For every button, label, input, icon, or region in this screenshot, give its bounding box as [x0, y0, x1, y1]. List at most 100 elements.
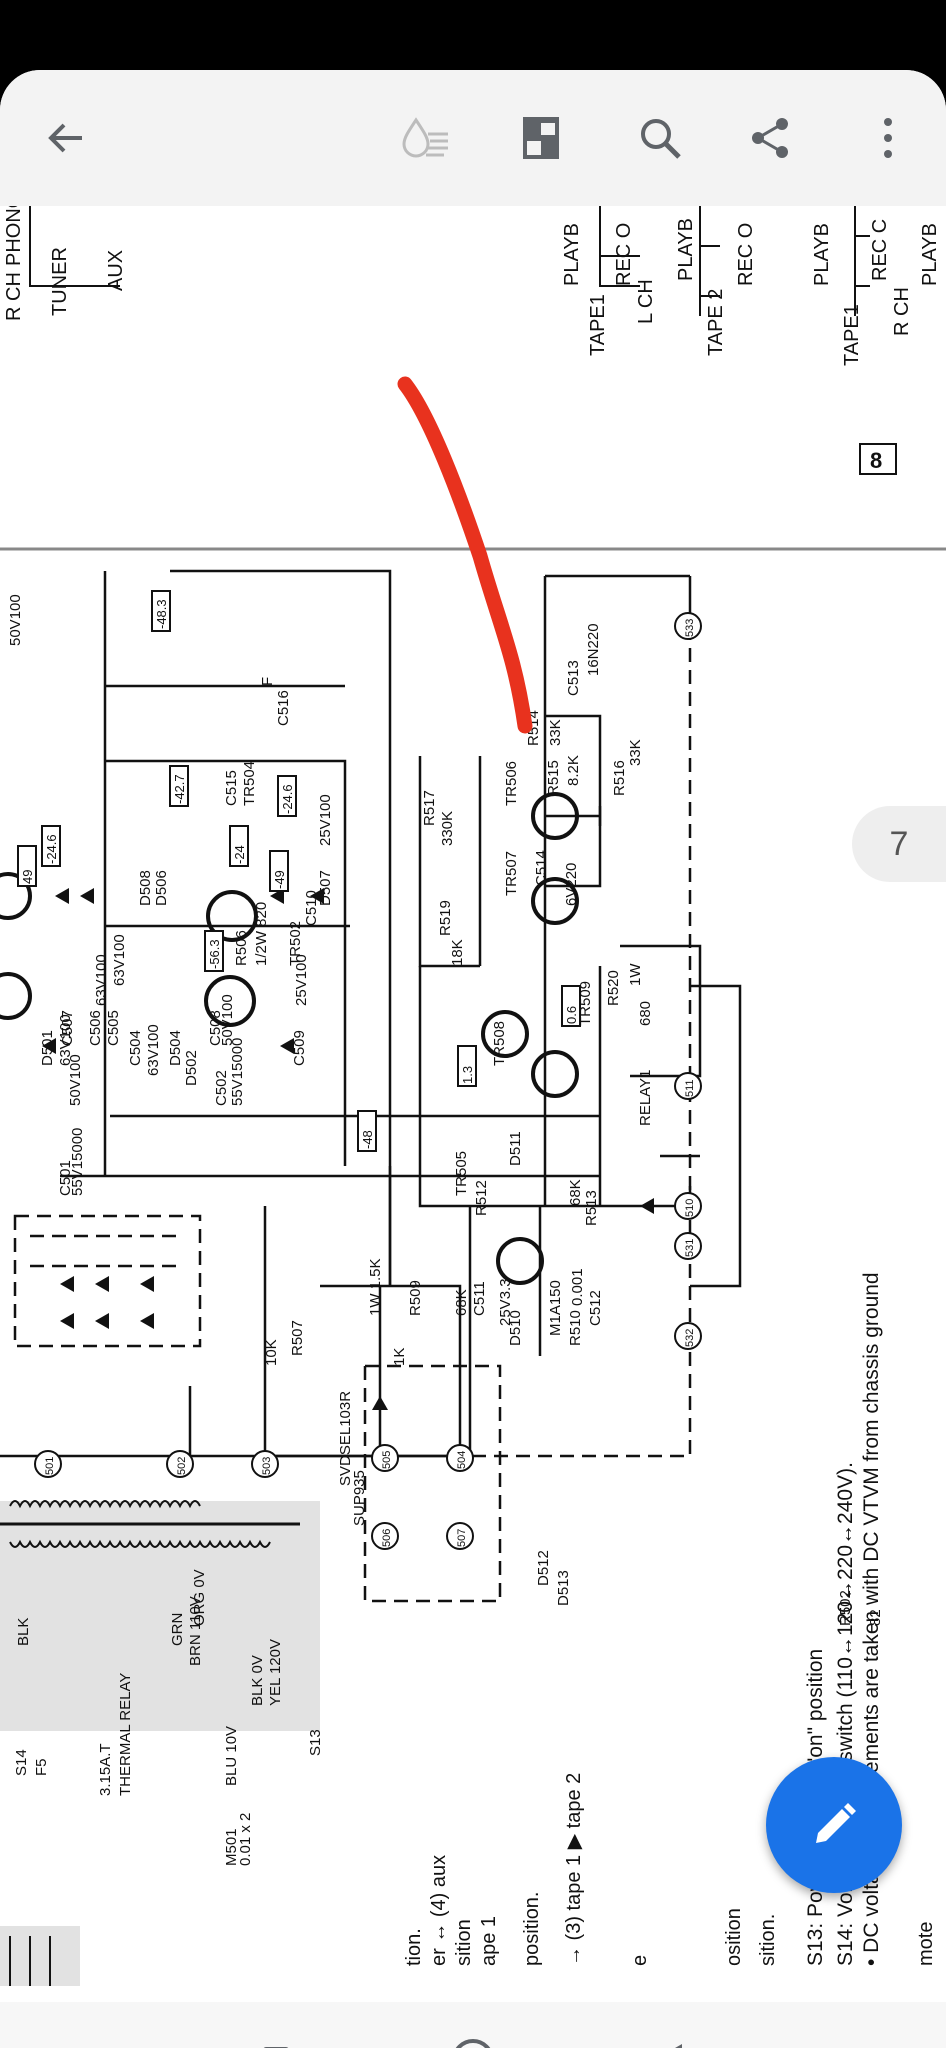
voltage-box: -24.6: [41, 825, 61, 867]
wiring: [0, 569, 742, 1458]
part-label: 1W 1.5K: [367, 1258, 384, 1316]
part-label: C514: [533, 850, 550, 886]
part-label: 50V100: [67, 1054, 84, 1106]
label-phono: PHONO: [3, 206, 25, 266]
voltage-boxes: -48.3-42.7-24-24.6-49-24.6-56.3-481.30.6…: [17, 590, 581, 1152]
part-label: 33K: [627, 739, 644, 766]
part-label: C504: [127, 1030, 144, 1066]
search-icon[interactable]: [630, 108, 690, 168]
node-506: 506: [371, 1522, 399, 1550]
part-label: D511: [507, 1131, 524, 1166]
svg-text:-56.3: -56.3: [207, 939, 222, 969]
svg-text:0.6: 0.6: [564, 1006, 579, 1024]
red-ink-annotation[interactable]: [397, 376, 533, 734]
part-label: 1W: [627, 963, 644, 986]
part-label: R506: [233, 930, 250, 966]
part-label: C509: [291, 1030, 308, 1066]
label-tape1-b: TAPE1: [841, 304, 863, 366]
part-label: 25V100: [293, 954, 310, 1006]
part-label: 330K: [439, 811, 456, 846]
part-label: D513: [555, 1570, 572, 1606]
part-label: C505: [105, 1010, 122, 1046]
part-label: R515: [545, 760, 562, 796]
svg-text:507: 507: [456, 1529, 468, 1547]
part-label: C513: [565, 660, 582, 696]
part-label: GRN: [169, 1613, 186, 1646]
diodes: [42, 888, 654, 1410]
svg-text:mote: mote: [915, 1922, 937, 1966]
part-label: 6V220: [563, 863, 580, 906]
system-nav-bar: [0, 2002, 946, 2048]
back-triangle-icon[interactable]: [640, 2032, 696, 2048]
svg-text:-42.7: -42.7: [172, 774, 187, 804]
ink-drop-icon[interactable]: [396, 108, 456, 168]
part-label: BLU 10V: [223, 1726, 240, 1786]
svg-text:ape 1: ape 1: [478, 1916, 500, 1966]
pencil-icon: [816, 1803, 856, 1843]
part-label: D508: [137, 870, 154, 906]
part-label: R520: [605, 970, 622, 1006]
label-tape1: TAPE1: [587, 294, 609, 356]
part-label: 25V3.3: [497, 1278, 514, 1326]
more-vert-icon[interactable]: [858, 108, 918, 168]
part-label: BLK: [15, 1618, 32, 1646]
part-label: C512: [587, 1290, 604, 1326]
node-510: 510: [674, 1192, 702, 1220]
home-circle-icon[interactable]: [445, 2032, 501, 2048]
part-label: R512: [473, 1180, 490, 1216]
part-label: R502: [837, 1590, 854, 1626]
part-label: C511: [471, 1281, 488, 1316]
svg-text:8: 8: [870, 448, 882, 473]
part-label: 68K: [453, 1289, 470, 1316]
schematic-page[interactable]: R CH PHONO TUNER AUX TAPE1 PLAYB REC O L…: [0, 206, 946, 2002]
back-arrow-icon[interactable]: [36, 108, 96, 168]
part-label: R509: [407, 1280, 424, 1316]
svg-text:e: e: [629, 1955, 651, 1966]
svg-text:-24.6: -24.6: [44, 834, 59, 864]
share-icon[interactable]: [740, 108, 800, 168]
part-label: RELAY1: [637, 1070, 654, 1126]
edit-fab-button[interactable]: [766, 1757, 902, 1893]
node-531: 531: [674, 1232, 702, 1260]
part-label: C506: [87, 1010, 104, 1046]
dashed-wiring: [13, 626, 692, 1603]
left-text-fragments: tion. er ↔ (4) aux sition ape 1 position…: [403, 1773, 937, 1966]
recents-square-icon[interactable]: [248, 2032, 304, 2048]
svg-text:-48: -48: [360, 1130, 375, 1149]
part-label: D502: [183, 1050, 200, 1086]
label-r-ch-2: R CH: [891, 287, 913, 336]
svg-text:-49: -49: [272, 870, 287, 889]
part-label: R507: [289, 1320, 306, 1356]
svg-text:sition.: sition.: [757, 1914, 779, 1966]
label-playb-3: PLAYB: [811, 223, 833, 286]
part-label: F: [259, 677, 276, 686]
svg-text:506: 506: [381, 1529, 393, 1547]
svg-text:531: 531: [684, 1239, 696, 1257]
part-label: 33K: [547, 719, 564, 746]
view-mode-icon[interactable]: [511, 108, 571, 168]
svg-text:49: 49: [20, 870, 35, 884]
part-label: 3.15A.T: [97, 1743, 114, 1796]
label-rec-1: REC O: [613, 223, 635, 286]
part-label: R517: [421, 790, 438, 826]
node-505: 505: [371, 1444, 399, 1472]
part-label: 50V100: [219, 994, 236, 1046]
schematic-drawing: R CH PHONO TUNER AUX TAPE1 PLAYB REC O L…: [0, 206, 946, 1986]
part-label: THERMAL RELAY: [117, 1673, 134, 1796]
part-label: C515: [223, 770, 240, 806]
svg-text:-48.3: -48.3: [154, 599, 169, 629]
node-511: 511: [674, 1072, 702, 1100]
part-label: SVDSEL103R: [337, 1391, 354, 1486]
svg-text:→ (3) tape 1 ▶ tape 2: → (3) tape 1 ▶ tape 2: [563, 1773, 585, 1966]
node-502: 502: [166, 1450, 194, 1478]
part-label: M1A150: [547, 1280, 564, 1336]
part-label: TR506: [503, 761, 520, 806]
page-number-box: 8: [859, 443, 897, 475]
label-playb-4: PLAYB: [919, 223, 941, 286]
svg-text:511: 511: [684, 1079, 696, 1097]
part-label: 55V15000: [69, 1128, 86, 1196]
part-label: D507: [317, 870, 334, 906]
voltage-box: -48.3: [151, 590, 171, 632]
label-l-ch: L CH: [635, 279, 657, 324]
svg-text:-24.6: -24.6: [280, 784, 295, 814]
